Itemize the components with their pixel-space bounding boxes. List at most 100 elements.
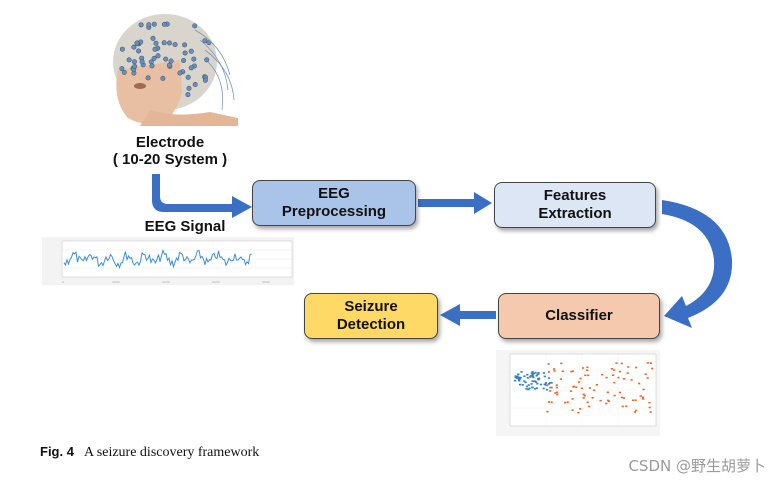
scatter-point-class-b [546,384,549,387]
arrow-features-to-classifier [662,200,733,328]
scatter-point-class-b [622,397,626,399]
scatter-point-class-b [566,401,569,403]
scatter-point-class-b [612,374,615,376]
scatter-point-class-b [634,399,637,401]
scatter-point-class-b [630,379,633,381]
eeg-signal-label: EEG Signal [144,218,226,235]
scatter-point-class-a [549,382,552,384]
electrode-dot [163,56,169,62]
scatter-point-class-b [553,370,556,372]
scatter-point-class-a [535,374,538,377]
scatter-point-class-b [586,369,589,371]
electrode-dot [192,82,198,88]
electrode-dot [168,58,174,64]
scatter-point-class-a [516,375,519,378]
scatter-point-class-b [615,362,618,364]
scatter-point-class-a [535,387,538,389]
scatter-point-class-b [642,388,645,391]
electrode-dot [182,50,188,56]
svg-text:0: 0 [62,280,64,284]
electrode-dot [185,74,191,80]
scatter-point-class-a [525,385,529,388]
watermark: CSDN @野生胡萝卜 [628,457,766,475]
scatter-point-class-a [547,383,550,385]
scatter-point-class-b [588,387,591,389]
scatter-point-class-b [584,374,587,377]
scatter-point-class-a [521,384,524,386]
box-features-extraction: Features Extraction [494,182,656,228]
electrode-dot [182,42,188,48]
electrode-dot [202,77,208,83]
electrode-dot [188,65,194,71]
scatter-point-class-a [514,375,517,377]
scatter-point-class-b [560,362,563,365]
scatter-point-class-a [514,379,517,382]
scatter-point-class-b [577,411,580,414]
scatter-point-class-b [627,366,630,368]
figure-caption-text: A seizure discovery framework [83,445,260,460]
electrode-dot [151,55,157,61]
svg-text:6000: 6000 [212,280,220,284]
scatter-point-class-a [528,387,531,390]
scatter-point-class-a [543,383,546,386]
electrode-dot [119,66,125,72]
electrode-dot [204,57,210,63]
electrode-dot [202,38,208,44]
electrode-dot [167,40,173,46]
electrode-dot [172,42,178,48]
electrode-dot [121,69,127,75]
electrode-dot [185,92,191,98]
electrode-dot [149,63,155,69]
scatter-point-class-b [587,374,590,377]
scatter-point-class-b [578,381,581,383]
scatter-point-class-b [613,381,616,384]
scatter-point-class-b [570,390,573,392]
scatter-point-class-a [523,375,526,377]
electrode-dot [206,40,212,46]
scatter-point-class-a [519,376,522,379]
scatter-point-class-b [631,399,635,402]
scatter-point-class-b [547,371,551,373]
scatter-point-class-b [588,405,591,408]
scatter-point-class-b [635,409,638,412]
preprocessing-line1: EEG [318,185,350,202]
scatter-point-class-a [515,377,519,379]
electrode-title: Electrode [135,134,205,151]
scatter-point-class-b [580,387,583,390]
scatter-point-class-a [524,381,527,384]
scatter-point-class-b [626,372,629,374]
scatter-point-class-b [648,406,651,409]
electrode-dot [146,22,152,28]
scatter-point-class-a [517,379,521,381]
scatter-point-class-a [539,383,543,386]
preprocessing-line2: Preprocessing [281,203,387,220]
scatter-point-class-a [525,388,528,390]
svg-text:8000: 8000 [262,280,270,284]
electrode-dot [150,35,156,41]
classifier-line1: Classifier [545,307,613,324]
scatter-point-class-a [534,380,537,383]
scatter-point-class-a [537,378,540,381]
scatter-point-class-b [618,391,621,394]
scatter-point-class-b [605,376,608,379]
scatter-point-class-a [543,375,546,378]
scatter-point-class-a [523,380,526,382]
electrode-dot [188,48,194,54]
scatter-point-class-a [534,388,537,390]
scatter-point-class-b [599,399,602,402]
scatter-point-class-b [622,378,625,380]
electrode-dot [186,85,192,91]
scatter-point-class-b [547,363,550,365]
electrode-dot [136,48,142,54]
scatter-point-class-b [591,397,594,399]
scatter-point-class-a [532,376,535,379]
scatter-point-class-a [514,376,517,379]
scatter-point-class-a [531,375,534,378]
svg-text:2000: 2000 [112,280,120,284]
seizure-line2: Detection [336,316,406,333]
scatter-point-class-a [530,372,533,375]
electrode-dot [131,44,137,50]
